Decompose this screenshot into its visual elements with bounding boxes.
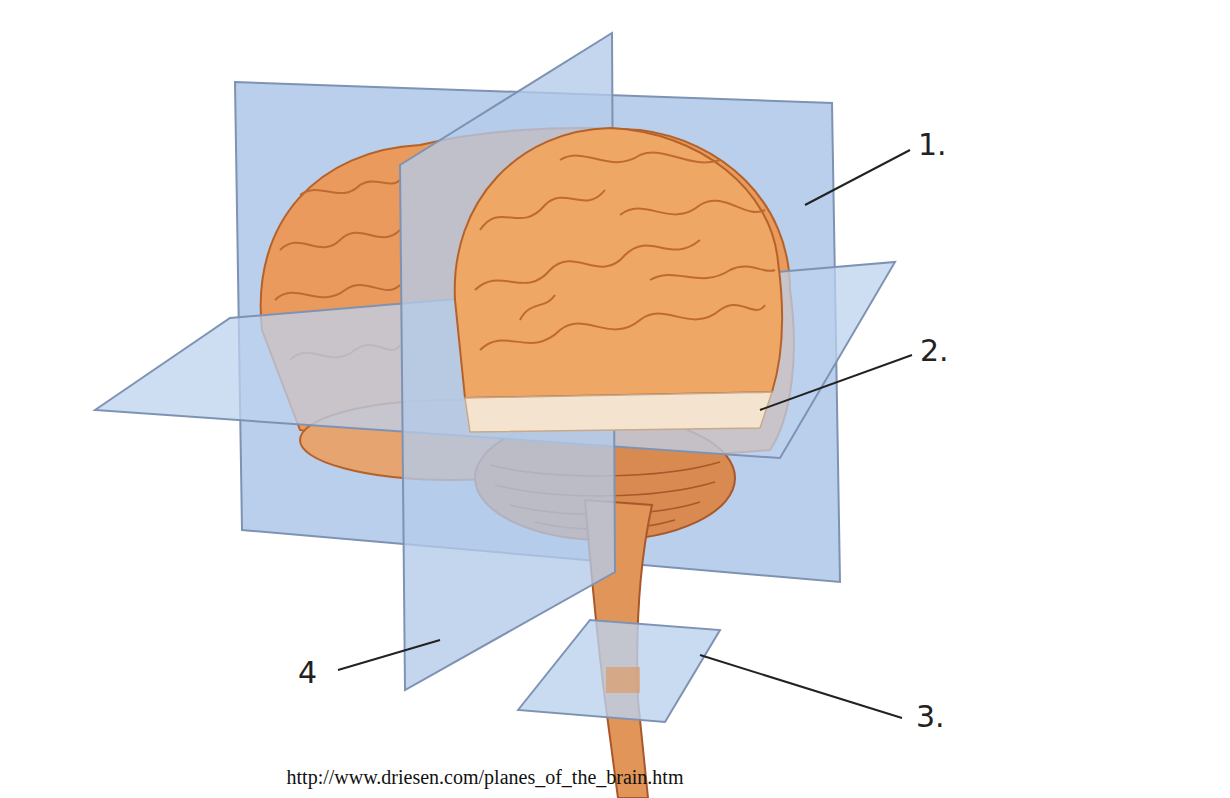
callout-number: 2. (920, 334, 949, 367)
source-caption: http://www.driesen.com/planes_of_the_bra… (287, 765, 684, 789)
cerebral-hemisphere (455, 128, 783, 398)
transverse-plane (518, 620, 720, 722)
callout-number: 1. (918, 128, 947, 161)
leader-lines (338, 150, 912, 718)
callout-number: 4 (298, 656, 317, 689)
callout-number: 3. (916, 700, 945, 733)
